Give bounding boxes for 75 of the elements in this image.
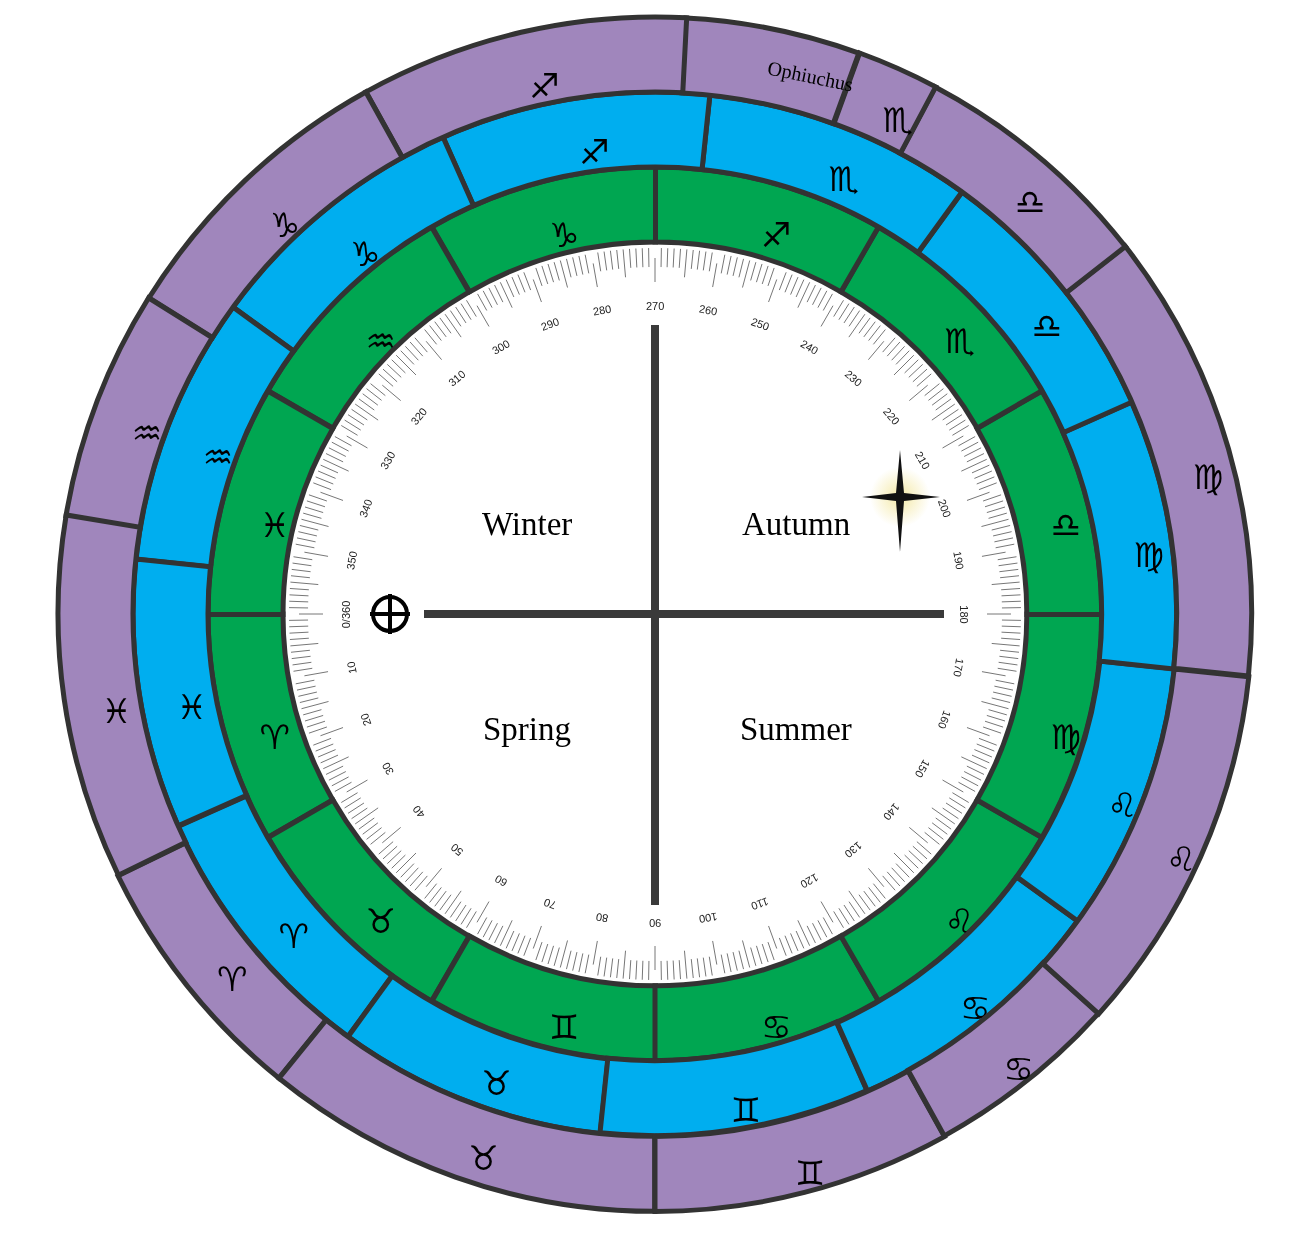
zodiac-symbol: ♓ — [259, 508, 290, 542]
zodiac-symbol: ♋ — [761, 1009, 792, 1044]
zodiac-symbol: ♒ — [131, 415, 163, 450]
zodiac-symbol: ♏ — [944, 324, 976, 359]
zodiac-symbol: ♒ — [202, 440, 234, 475]
degree-label: 320 — [409, 405, 430, 427]
zodiac-symbol: ♊ — [549, 1009, 580, 1044]
zodiac-symbol: ♎ — [1050, 508, 1081, 542]
degree-label: 220 — [881, 405, 902, 427]
degree-label: 240 — [798, 337, 820, 357]
degree-label: 30 — [380, 759, 397, 777]
zodiac-symbol: ♐ — [761, 218, 792, 253]
degree-label: 40 — [411, 803, 428, 821]
zodiac-symbol: ♉ — [481, 1066, 512, 1101]
zodiac-symbol: ♏ — [828, 161, 860, 196]
zodiac-ring-segment — [682, 17, 860, 124]
zodiac-symbol: ♈ — [278, 918, 309, 953]
zodiac-symbol: ♑ — [549, 218, 580, 253]
zodiac-symbol: ♈ — [217, 962, 248, 997]
season-label: Spring — [483, 712, 571, 746]
degree-label: 100 — [698, 910, 719, 925]
degree-label: 90 — [649, 916, 662, 928]
zodiac-symbol: ♐ — [529, 68, 560, 103]
degree-label: 270 — [646, 300, 665, 312]
degree-label: 130 — [842, 839, 864, 861]
degree-label: 10 — [345, 660, 359, 675]
zodiac-symbol: ♌ — [1166, 841, 1197, 876]
degree-label: 20 — [358, 711, 373, 727]
degree-label: 110 — [750, 895, 771, 912]
season-label: Autumn — [742, 507, 851, 541]
zodiac-symbol: ♍ — [1133, 538, 1164, 573]
degree-label: 210 — [912, 449, 932, 471]
zodiac-symbol: ♌ — [944, 903, 976, 938]
degree-label: 250 — [750, 316, 771, 333]
zodiac-ring-segment — [133, 559, 247, 827]
zodiac-symbol: ♓ — [101, 694, 132, 729]
season-label: Summer — [740, 712, 852, 746]
degree-label: 70 — [542, 896, 558, 911]
degree-label: 80 — [594, 910, 609, 924]
zodiac-symbol: ♍ — [1192, 459, 1224, 494]
degree-label: 170 — [951, 657, 966, 678]
degree-label: 280 — [591, 303, 612, 318]
zodiac-symbol: ♎ — [1014, 185, 1046, 220]
degree-label: 340 — [357, 498, 375, 520]
zodiac-symbol: ♓ — [176, 689, 207, 724]
degree-label: 310 — [446, 367, 468, 389]
zodiac-symbol: ♈ — [259, 720, 290, 754]
zodiac-symbol: ♏ — [882, 102, 914, 137]
zodiac-ring-segment — [655, 1070, 945, 1211]
zodiac-symbol: ♉ — [365, 903, 396, 938]
degree-label: 0/360 — [341, 600, 353, 628]
constellation-name: Ophiuchus — [765, 57, 855, 95]
degree-label: 140 — [881, 801, 902, 823]
zodiac-symbol: ♎ — [1031, 309, 1062, 344]
degree-label: 120 — [798, 871, 820, 891]
zodiac-symbol: ♋ — [1003, 1051, 1034, 1086]
degree-label: 50 — [448, 841, 466, 859]
degree-label: 190 — [951, 550, 966, 571]
degree-label: 350 — [344, 550, 359, 571]
season-label: Winter — [482, 507, 573, 541]
degree-label: 260 — [698, 303, 719, 318]
degree-label: 300 — [490, 337, 512, 357]
degree-label: 200 — [936, 498, 953, 520]
degree-label: 160 — [936, 708, 953, 730]
zodiac-symbol: ♊ — [795, 1155, 826, 1190]
zodiac-symbol: ♊ — [730, 1092, 762, 1127]
zodiac-symbol: ♍ — [1050, 720, 1081, 754]
degree-label: 230 — [842, 367, 864, 389]
degree-label: 60 — [493, 872, 510, 889]
degree-label: 290 — [539, 316, 561, 333]
zodiac-symbol: ♐ — [579, 135, 610, 170]
zodiac-symbol: ♋ — [959, 990, 991, 1025]
zodiac-symbol: ♌ — [1107, 787, 1138, 822]
zodiac-symbol: ♉ — [468, 1141, 499, 1176]
degree-label: 180 — [957, 604, 969, 624]
